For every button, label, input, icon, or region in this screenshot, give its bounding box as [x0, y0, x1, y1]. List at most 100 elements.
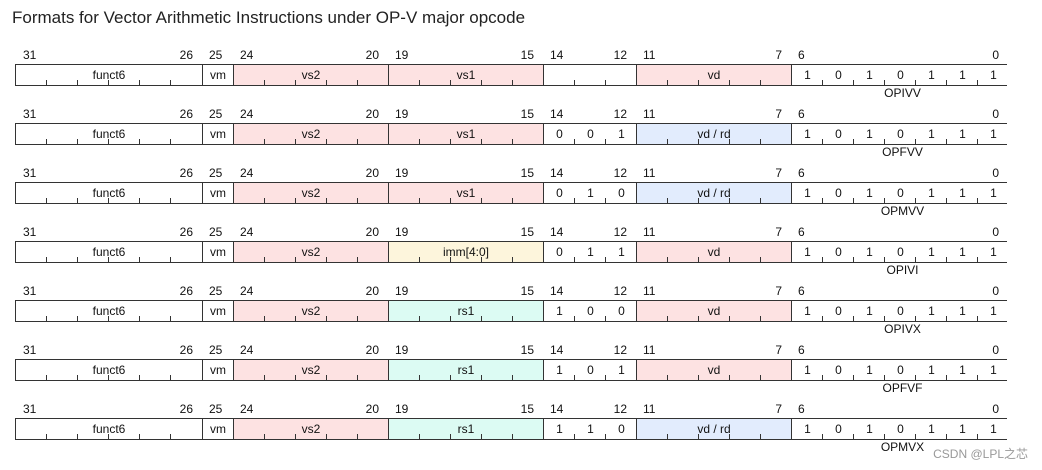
bit-number-label: 20: [365, 225, 379, 239]
bit-tick: [915, 434, 916, 439]
vd-field: vd / rd: [636, 183, 791, 203]
format-name: OPMVV: [880, 204, 925, 218]
bit-value: 1: [959, 422, 966, 436]
vm-field: vm: [202, 65, 233, 85]
format-name: OPIVX: [884, 322, 921, 336]
bit-value: 0: [897, 186, 904, 200]
field-label: vd: [707, 304, 721, 318]
bit-value: 1: [928, 127, 935, 141]
bit-tick: [667, 139, 668, 144]
bit-tick: [512, 434, 513, 439]
bit-tick: [698, 198, 699, 203]
bit-tick: [419, 139, 420, 144]
bit-number-label: 7: [775, 284, 782, 298]
bit-number-label: 15: [520, 48, 534, 62]
bit-number-label: 19: [395, 166, 409, 180]
bit-tick: [419, 257, 420, 262]
bit-tick: [884, 80, 885, 85]
bit-tick: [108, 257, 109, 262]
bit-number-label: 11: [643, 48, 656, 62]
bit-number-label: 11: [643, 107, 656, 121]
bit-tick: [295, 257, 296, 262]
funct6-field: funct6: [16, 360, 202, 380]
bit-tick: [605, 257, 606, 262]
bit-tick: [698, 257, 699, 262]
bit-number-label: 24: [240, 343, 254, 357]
vd-field: vd: [636, 242, 791, 262]
vm-field: vm: [202, 183, 233, 203]
vs2-field: vs2: [233, 301, 388, 321]
vs1-field: vs1: [388, 183, 543, 203]
field-label: vd: [707, 245, 721, 259]
bit-tick: [108, 434, 109, 439]
bit-tick: [512, 198, 513, 203]
bit-tick: [108, 198, 109, 203]
bit-number-label: 7: [775, 166, 782, 180]
bit-number-label: 24: [240, 48, 254, 62]
page-title: Formats for Vector Arithmetic Instructio…: [12, 8, 526, 27]
vs1-field: rs1: [388, 301, 543, 321]
bit-tick: [760, 80, 761, 85]
bit-tick: [264, 257, 265, 262]
bit-tick: [822, 434, 823, 439]
bit-value: 1: [866, 186, 873, 200]
bit-tick: [326, 257, 327, 262]
bit-number-label: 26: [179, 48, 193, 62]
bit-value: 1: [556, 304, 563, 318]
bit-tick: [760, 257, 761, 262]
vd-field: vd / rd: [636, 419, 791, 439]
bit-number-label: 14: [550, 225, 564, 239]
bit-tick: [481, 316, 482, 321]
bit-value: 1: [804, 68, 811, 82]
vs2-field: vs2: [233, 183, 388, 203]
bit-number-label: 14: [550, 48, 564, 62]
bit-value: 1: [959, 245, 966, 259]
bit-number-label: 6: [798, 166, 805, 180]
bit-tick: [760, 198, 761, 203]
bit-number-label: 26: [179, 284, 193, 298]
field-label: vm: [210, 422, 226, 436]
bit-number-label: 31: [23, 284, 37, 298]
bit-tick: [667, 198, 668, 203]
watermark: CSDN @LPL之芯: [933, 447, 1028, 461]
bit-tick: [574, 257, 575, 262]
bit-tick: [729, 198, 730, 203]
bit-tick: [853, 257, 854, 262]
field-label: vm: [210, 304, 226, 318]
bit-tick: [915, 257, 916, 262]
bit-tick: [977, 80, 978, 85]
bit-number-label: 14: [550, 284, 564, 298]
vm-field: vm: [202, 360, 233, 380]
bit-tick: [853, 80, 854, 85]
field-label: vs1: [456, 127, 476, 141]
bit-number-label: 15: [520, 402, 534, 416]
field-label: funct6: [92, 127, 126, 141]
bit-tick: [574, 375, 575, 380]
field-label: rs1: [457, 363, 475, 377]
bit-tick: [264, 80, 265, 85]
field-label: funct6: [92, 245, 126, 259]
bit-tick: [729, 80, 730, 85]
bit-tick: [512, 80, 513, 85]
bit-value: 0: [897, 304, 904, 318]
bit-tick: [915, 316, 916, 321]
bit-value: 1: [990, 186, 997, 200]
bit-tick: [295, 198, 296, 203]
bit-number-label: 11: [643, 343, 656, 357]
bit-tick: [977, 375, 978, 380]
field-label: vs2: [301, 186, 321, 200]
bit-tick: [77, 257, 78, 262]
bit-number-label: 11: [643, 284, 656, 298]
field-label: rs1: [457, 304, 475, 318]
bit-tick: [822, 316, 823, 321]
bit-tick: [853, 198, 854, 203]
vs1-field: imm[4:0]: [388, 242, 543, 262]
